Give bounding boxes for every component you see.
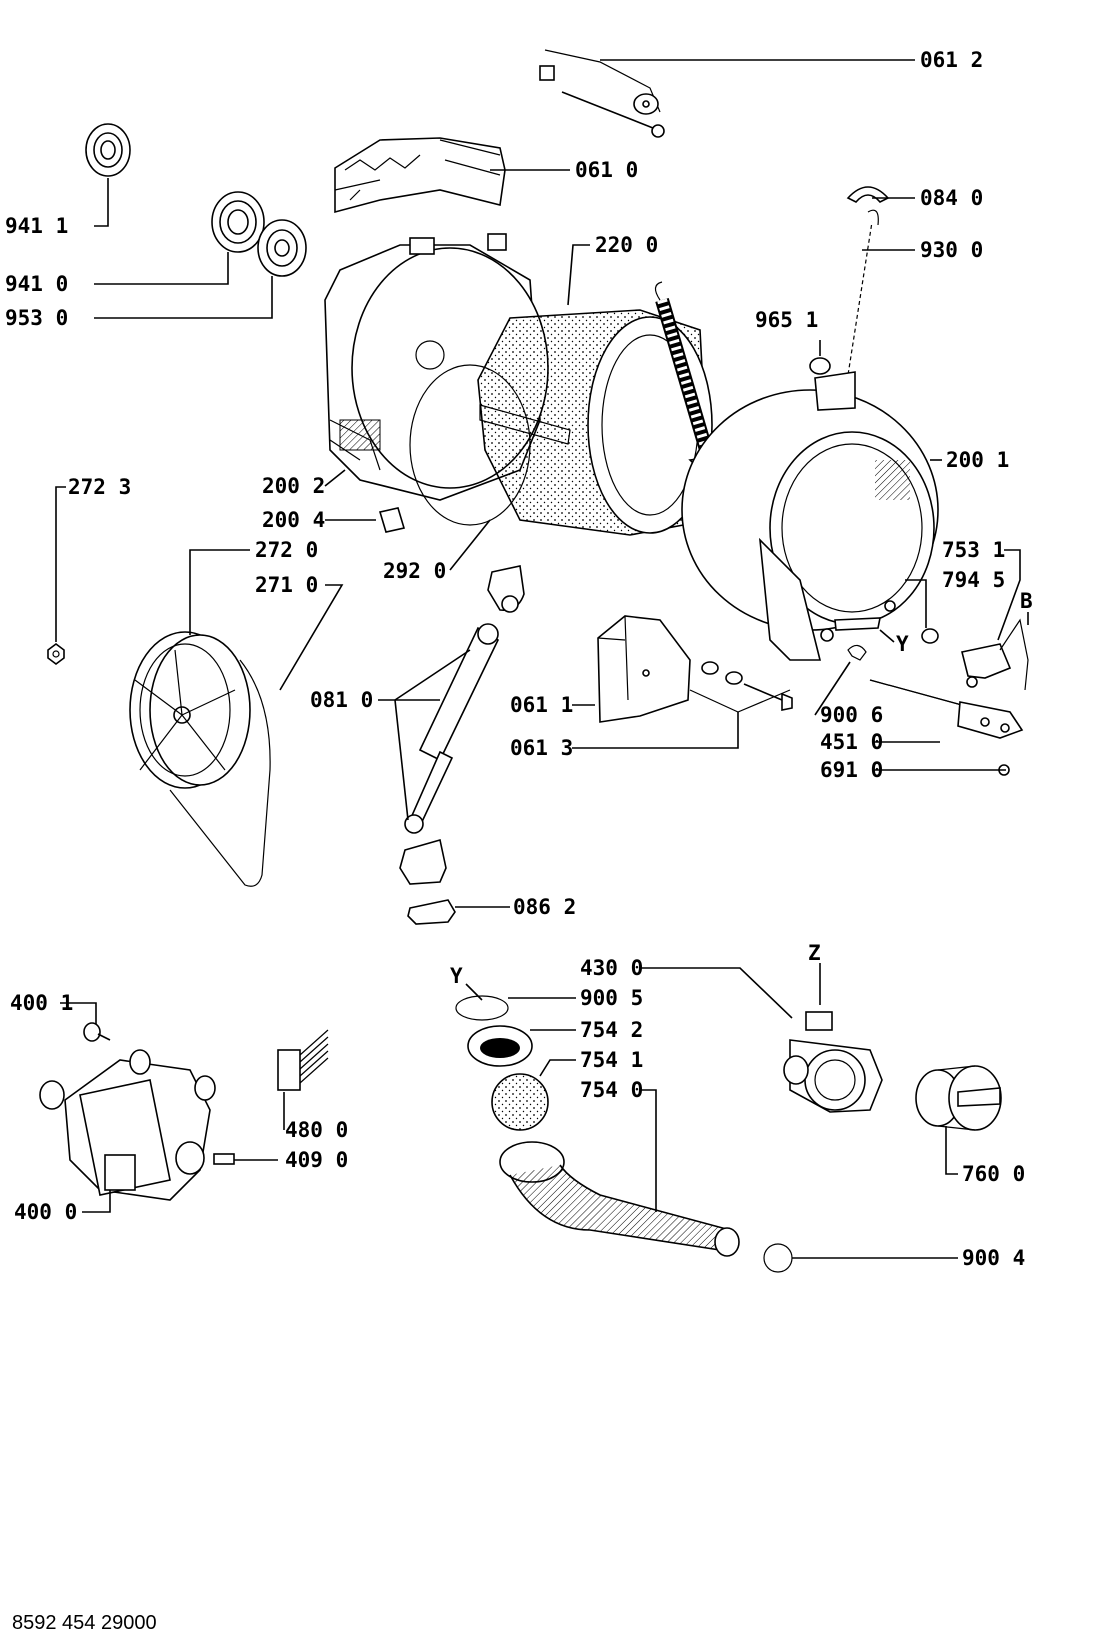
label-7531: 753 1 [942,538,1005,562]
label-4510: 451 0 [820,730,883,754]
part-0840-hook [846,186,890,203]
label-Y-lower: Y [450,964,463,988]
label-9300: 930 0 [920,238,983,262]
part-2004-clip [378,507,406,533]
label-2200: 220 0 [595,233,658,257]
label-9651: 965 1 [755,308,818,332]
label-2002: 200 2 [262,474,325,498]
part-2710-belt [169,659,271,887]
label-0613: 061 3 [510,736,573,760]
label-6910: 691 0 [820,758,883,782]
part-9300-spring [843,209,879,376]
label-9411: 941 1 [5,214,68,238]
label-Z: Z [808,941,821,965]
label-7945: 794 5 [942,568,1005,592]
label-7600: 760 0 [962,1162,1025,1186]
part-0810-shock-absorber [399,565,525,885]
label-9410: 941 0 [5,272,68,296]
part-2001-front-tub [681,371,939,661]
label-4090: 409 0 [285,1148,348,1172]
label-9005: 900 5 [580,986,643,1010]
part-4090-filter [213,1153,235,1165]
label-0810: 081 0 [310,688,373,712]
part-7600-filter-cap [915,1065,1002,1131]
part-0862-bracket [407,899,456,925]
label-2004: 200 4 [262,508,325,532]
part-9005-clamp [455,995,509,1021]
part-9651-plug [809,357,831,375]
label-2710: 271 0 [255,573,318,597]
label-0612: 061 2 [920,48,983,72]
part-labels: 061 2 061 0 941 1 941 0 953 0 084 0 930 … [5,48,1033,1270]
label-Y-upper: Y [896,632,909,656]
label-0610: 061 0 [575,158,638,182]
part-9004-clamp [763,1243,793,1273]
part-9411-bearing [85,123,131,177]
part-7531-ntc-sensor [961,618,1029,691]
label-2723: 272 3 [68,475,131,499]
part-9530-seal [257,219,307,277]
label-0611: 061 1 [510,693,573,717]
part-4300-pump-housing [783,1011,883,1113]
label-9006: 900 6 [820,703,883,727]
part-4000-drain-motor [39,1049,216,1201]
part-0611-weight [597,615,691,723]
part-7542-ring [467,1025,533,1067]
label-7542: 754 2 [580,1018,643,1042]
part-7945-grommet [921,628,939,644]
label-7540: 754 0 [580,1078,643,1102]
label-4001: 400 1 [10,991,73,1015]
label-4000: 400 0 [14,1200,77,1224]
part-0613-bolt-set [689,661,793,713]
part-7540-hose [499,1141,740,1257]
label-2001: 200 1 [946,448,1009,472]
label-9530: 953 0 [5,306,68,330]
label-7541: 754 1 [580,1048,643,1072]
label-B: B [1020,589,1033,613]
part-2720-pulley [129,631,251,789]
part-4510-heater [869,679,1024,739]
label-4800: 480 0 [285,1118,348,1142]
label-2720: 272 0 [255,538,318,562]
part-7541-ball [491,1073,549,1131]
leader-lines [55,59,1029,1259]
label-4300: 430 0 [580,956,643,980]
part-4800-connector [277,1029,329,1091]
document-number: 8592 454 29000 [12,1612,157,1634]
part-2723-nut [47,643,65,665]
label-0862: 086 2 [513,895,576,919]
label-0840: 084 0 [920,186,983,210]
part-0610-counterweight [334,137,506,214]
part-0612-rod-bracket [539,49,665,138]
part-9410-bearing [211,191,265,253]
label-9004: 900 4 [962,1246,1025,1270]
part-9006-clip [847,644,867,661]
part-4001-pin [83,1022,111,1042]
label-2920: 292 0 [383,559,446,583]
